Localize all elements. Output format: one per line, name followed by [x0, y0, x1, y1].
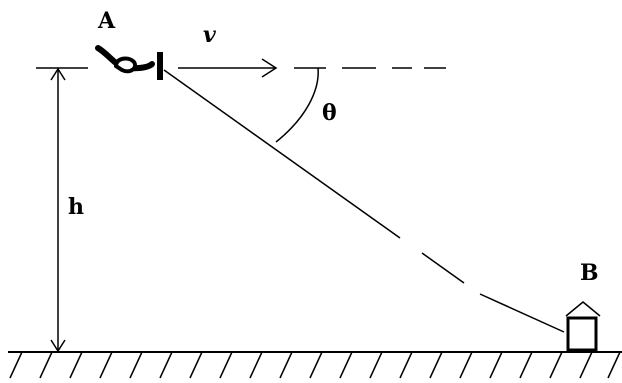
velocity-arrow-head	[261, 58, 278, 78]
ground-hatching	[9, 351, 621, 379]
point-a-label: A	[97, 8, 116, 34]
angle-arc	[275, 67, 319, 143]
height-arrow-head-bottom	[50, 339, 66, 353]
angle-label: θ	[322, 100, 337, 126]
airplane-icon	[95, 45, 163, 80]
point-b-label: B	[580, 260, 599, 286]
house-icon	[565, 301, 601, 352]
height-label: h	[68, 194, 84, 220]
height-arrow-head-top	[50, 67, 66, 81]
velocity-label: v	[203, 22, 216, 48]
line-of-sight	[163, 69, 565, 333]
